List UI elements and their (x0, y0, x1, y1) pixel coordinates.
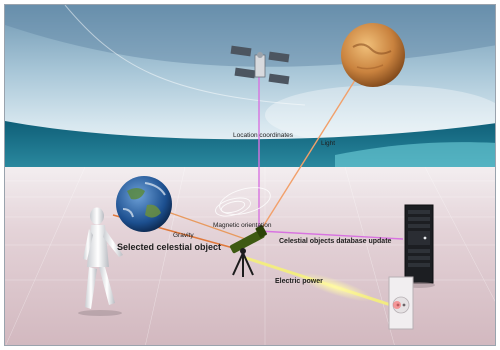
location-coordinates-label: Location coordinates (233, 132, 294, 139)
sky (5, 5, 495, 155)
server-icon (403, 204, 435, 288)
gravity-label: Gravity (173, 232, 194, 239)
light-beam (258, 76, 358, 234)
celestial-objects-database-update-label: Celestial objects database update (279, 238, 392, 245)
selected-celestial-object-label: Selected celestial object (117, 242, 221, 252)
planet-mars-icon (341, 23, 405, 87)
magnetic-orientation-label: Magnetic orientation (213, 222, 272, 229)
person-icon (78, 207, 123, 316)
telescope-icon (229, 225, 267, 277)
magnetic-field-icon (215, 187, 271, 217)
electric-power-label: Electric power (275, 278, 323, 285)
scene-canvas: Location coordinates Light Magnetic orie… (5, 5, 495, 345)
database-update-beam (258, 230, 404, 240)
scene-frame: Location coordinates Light Magnetic orie… (4, 4, 496, 346)
planet-earth-icon (116, 176, 172, 232)
selected-object-beam (164, 210, 252, 242)
light-label: Light (321, 140, 335, 147)
power-outlet-icon (388, 276, 414, 330)
satellite-icon (230, 45, 290, 85)
